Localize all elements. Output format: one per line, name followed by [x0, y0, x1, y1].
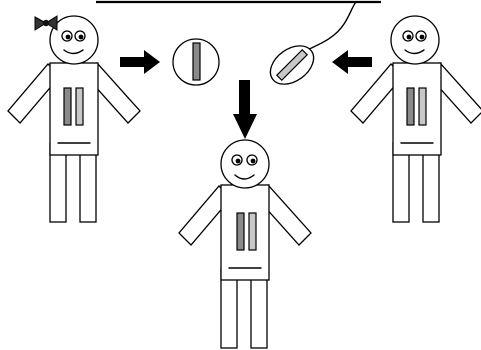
chromosome-light — [419, 88, 426, 125]
father-to-sperm-arrow — [332, 50, 372, 74]
gametes-to-child-arrow — [233, 80, 257, 139]
chromosome-dark — [237, 213, 244, 250]
chromosome-light — [249, 213, 256, 250]
chromosome-dark — [64, 88, 71, 125]
sperm-cell-icon — [263, 2, 356, 92]
chromosome-light — [76, 88, 83, 125]
hair-bow-icon — [35, 16, 57, 30]
head — [221, 140, 269, 188]
mother-to-egg-arrow — [120, 50, 160, 74]
head — [391, 16, 439, 64]
child-figure — [179, 140, 311, 348]
chromosome-dark — [407, 88, 414, 125]
egg-chromosome — [193, 43, 200, 80]
father-figure — [351, 16, 481, 222]
egg-cell-icon — [173, 39, 219, 85]
mother-figure — [8, 16, 140, 222]
